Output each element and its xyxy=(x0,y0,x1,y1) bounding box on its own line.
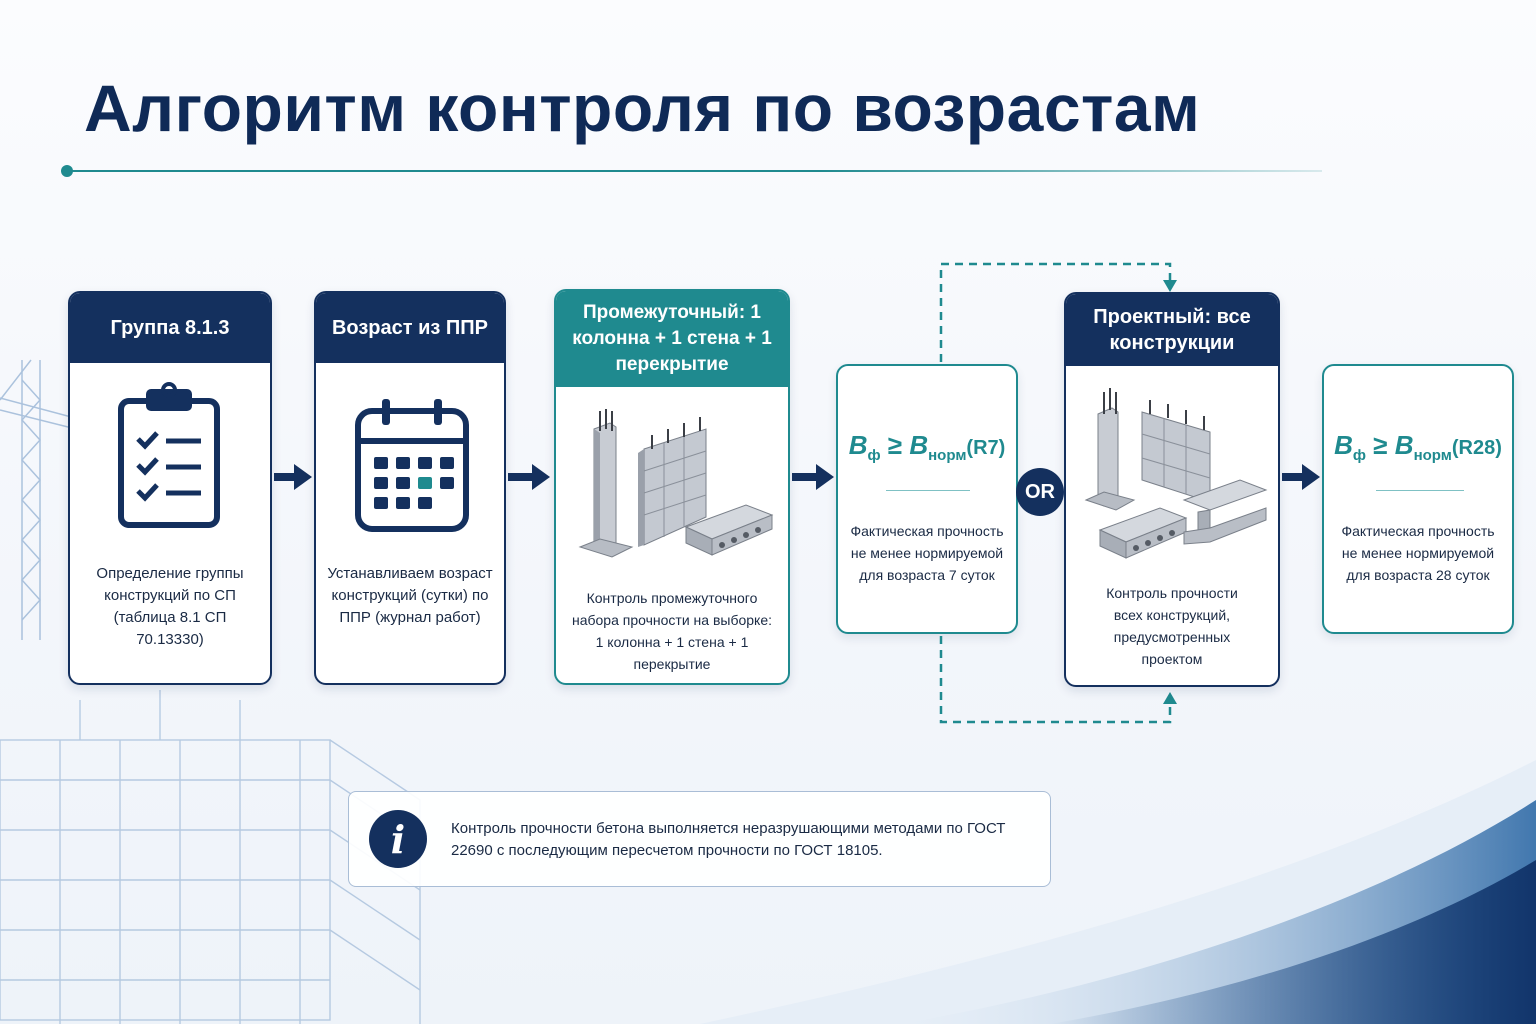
arrow-right-icon xyxy=(508,464,550,490)
formula-b: B xyxy=(848,430,868,460)
formula-sub-norm: норм xyxy=(1413,447,1452,465)
step-card-design: Проектный: все конструкции Контроль проч… xyxy=(1064,292,1280,687)
info-icon: i xyxy=(369,810,427,868)
formula-b: B xyxy=(1334,430,1353,460)
step-card-description: Контроль прочности всех конструкций, пре… xyxy=(1106,585,1238,667)
step-card-header: Промежуточный: 1 колонна + 1 стена + 1 п… xyxy=(556,291,788,387)
info-note-text: Контроль прочности бетона выполняется не… xyxy=(451,820,1006,859)
arrow-right-icon xyxy=(792,464,834,490)
formula-divider xyxy=(886,490,970,491)
step-card-description: Контроль промежуточного набора прочности… xyxy=(571,590,773,672)
condition-description: Фактическая прочность не менее нормируем… xyxy=(850,523,1004,583)
formula-divider xyxy=(1376,490,1464,491)
formula-age: (R7) xyxy=(966,437,1006,459)
formula-sub-f: ф xyxy=(867,447,881,465)
condition-card-r28: Bф ≥ Bнорм(R28) Фактическая прочность не… xyxy=(1322,364,1514,634)
step-card-header: Возраст из ППР xyxy=(316,293,504,363)
formula-age: (R28) xyxy=(1451,437,1502,459)
formula-geq: ≥ xyxy=(887,430,903,460)
or-badge: OR xyxy=(1016,468,1064,516)
page-title: Алгоритм контроля по возрастам xyxy=(84,71,1201,145)
title-underline-dot xyxy=(61,165,73,177)
step-card-header: Проектный: все конструкции xyxy=(1066,294,1278,366)
formula-sub-f: ф xyxy=(1352,447,1367,465)
strength-formula-r28: Bф ≥ Bнорм(R28) xyxy=(1324,430,1512,464)
title-underline xyxy=(66,170,1322,172)
formula-geq: ≥ xyxy=(1373,430,1388,460)
step-card-header: Группа 8.1.3 xyxy=(70,293,270,363)
step-card-group: Группа 8.1.3 Определение группы конструк… xyxy=(68,291,272,685)
column-wall-slab-icon xyxy=(578,409,774,558)
arrow-right-icon xyxy=(1282,464,1320,490)
formula-b: B xyxy=(909,430,929,460)
strength-formula-r7: Bф ≥ Bнорм(R7) xyxy=(838,430,1016,464)
step-card-intermediate: Промежуточный: 1 колонна + 1 стена + 1 п… xyxy=(554,289,790,685)
calendar-icon xyxy=(355,399,469,532)
clipboard-checklist-icon xyxy=(118,382,220,528)
step-card-description: Устанавливаем возраст конструкций (сутки… xyxy=(327,565,493,626)
info-note: i Контроль прочности бетона выполняется … xyxy=(348,791,1051,887)
arrow-right-icon xyxy=(274,464,312,490)
formula-sub-norm: норм xyxy=(928,447,967,465)
condition-description: Фактическая прочность не менее нормируем… xyxy=(1341,523,1495,583)
step-card-description: Определение группы конструкций по СП (та… xyxy=(96,565,244,648)
condition-card-r7: Bф ≥ Bнорм(R7) Фактическая прочность не … xyxy=(836,364,1018,634)
step-card-age: Возраст из ППР Устанавливаем возраст кон… xyxy=(314,291,506,685)
formula-b: B xyxy=(1394,430,1414,460)
all-structures-icon xyxy=(1084,388,1268,559)
